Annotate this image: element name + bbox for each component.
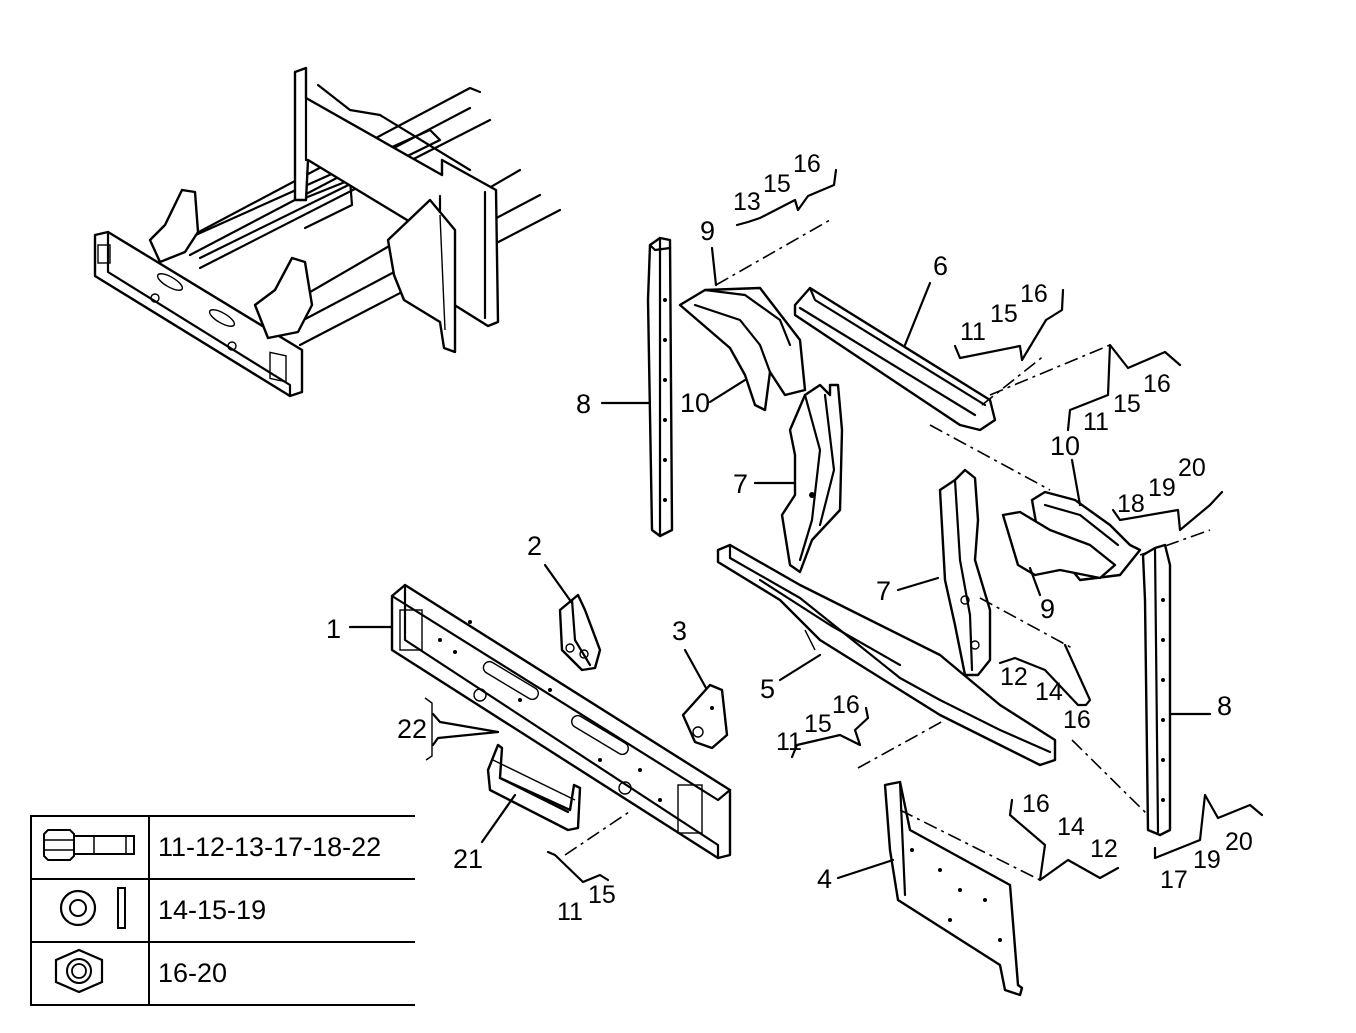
fastener-line-21: [564, 809, 633, 856]
fastener-line-1214: [979, 597, 1073, 649]
callout-labels: 1 2 3 4 5 6 7 7 8 8 9 9 10 10 21 22: [326, 216, 1232, 894]
hw-1719-20: 20: [1225, 828, 1253, 856]
washer-icon: [30, 878, 150, 943]
bracket-17-19-20: [1153, 793, 1264, 860]
bracket-11-15-16-c: [790, 706, 870, 759]
fastener-line-6: [981, 354, 1046, 406]
legend-washers-parts: 14-15-19: [148, 878, 415, 943]
callout-5: 5: [760, 674, 775, 704]
legend-bolts-parts: 11-12-13-17-18-22: [148, 815, 415, 880]
bracket-12-14: [998, 643, 1092, 707]
part-21-lower-bracket: [486, 743, 582, 832]
assembled-frame-overview: [93, 66, 562, 398]
hw-5-16: 16: [832, 691, 860, 719]
callout-4: 4: [817, 864, 832, 894]
bracket-11-15-16-a: [953, 288, 1065, 362]
hw-right-16: 16: [1143, 370, 1171, 398]
callout-6: 6: [933, 251, 948, 281]
hw-1719-19: 19: [1193, 846, 1221, 874]
hw-1719-17: 17: [1160, 866, 1188, 894]
bolt-icon: [30, 815, 150, 880]
hw-bottom-16: 16: [1022, 790, 1050, 818]
callout-9a: 9: [700, 216, 715, 246]
part-8-right-post: [1141, 543, 1172, 837]
leader-22: [424, 697, 500, 761]
hw-bottom-14: 14: [1057, 813, 1085, 841]
part-7-top-strut: [780, 383, 844, 574]
leader-7b: [896, 576, 940, 592]
hw-bottom-12: 12: [1090, 835, 1118, 863]
callout-2: 2: [527, 531, 542, 561]
leader-21: [480, 793, 517, 844]
hardware-legend: 11-12-13-17-18-22 14-15-19 16-20: [30, 815, 415, 1006]
bracket-11-15-16-b: [1066, 343, 1182, 432]
legend-row-nuts: 16-20: [30, 941, 415, 1006]
part-4-lower-plate: [883, 780, 1024, 997]
part-7-right-strut: [938, 468, 992, 677]
hw-1214-14: 14: [1035, 678, 1063, 706]
nut-icon: [30, 941, 150, 1006]
fastener-line-top: [715, 219, 831, 286]
hw-top-16: 16: [793, 150, 821, 178]
hw-21-11: 11: [557, 898, 583, 926]
part-2-bracket: [558, 593, 602, 672]
callout-7a: 7: [733, 469, 748, 499]
hw-21-15: 15: [588, 881, 616, 909]
callout-10b: 10: [1050, 431, 1080, 461]
part-10-top-gusset: [678, 286, 807, 412]
leader-9a: [710, 246, 718, 287]
hw-top-15: 15: [763, 170, 791, 198]
callout-22: 22: [397, 714, 427, 744]
hw-1819-19: 19: [1148, 474, 1176, 502]
bracket-16-14-12: [1008, 798, 1120, 882]
leader-10b: [1070, 458, 1082, 507]
callout-8b: 8: [1217, 691, 1232, 721]
part-5-lower-rail: [716, 543, 1057, 767]
part-1-bumper-beam: [390, 583, 732, 860]
leader-3: [683, 648, 708, 690]
callout-1: 1: [326, 614, 341, 644]
leader-2: [543, 563, 574, 605]
hw-6-11: 11: [960, 318, 986, 346]
legend-nuts-parts: 16-20: [148, 941, 415, 1006]
hw-6-15: 15: [990, 300, 1018, 328]
legend-row-washers: 14-15-19: [30, 878, 415, 943]
hw-16a: 16: [1063, 706, 1091, 734]
hw-1214-12: 12: [1000, 663, 1028, 691]
callout-7b: 7: [876, 576, 891, 606]
hw-1819-20: 20: [1178, 454, 1206, 482]
fastener-line-right: [989, 344, 1111, 396]
bracket-11-15: [546, 850, 610, 884]
hw-5-15: 15: [804, 710, 832, 738]
bracket-13-15-16: [735, 168, 838, 227]
hw-5-11: 11: [776, 728, 802, 756]
leader-6: [903, 281, 932, 347]
legend-row-bolts: 11-12-13-17-18-22: [30, 815, 415, 880]
hw-6-16: 16: [1020, 280, 1048, 308]
leader-10a: [708, 378, 747, 404]
part-9-right-plate: [1001, 510, 1117, 580]
fastener-line-5: [857, 719, 946, 769]
hw-right-11: 11: [1083, 408, 1109, 436]
callout-9b: 9: [1040, 594, 1055, 624]
callout-21: 21: [453, 844, 483, 874]
fastener-line-mid: [929, 424, 1051, 491]
hw-1819-18: 18: [1117, 490, 1145, 518]
hw-right-15: 15: [1113, 390, 1141, 418]
callout-3: 3: [672, 616, 687, 646]
callout-8a: 8: [576, 389, 591, 419]
bracket-18-19-20: [1111, 490, 1224, 532]
leader-9b: [1028, 566, 1042, 597]
part-6-upper-rail: [793, 286, 997, 432]
hw-top-13: 13: [733, 188, 761, 216]
callout-10a: 10: [680, 388, 710, 418]
fastener-line-16a: [1071, 739, 1149, 816]
hardware-labels: 13 15 16 11 15 16 11 15 16 18 19 20 12 1…: [557, 150, 1253, 926]
part-3-bracket-plate: [681, 683, 729, 750]
part-8-left-post: [646, 236, 674, 538]
leader-5: [778, 653, 822, 682]
leader-4: [836, 858, 895, 880]
